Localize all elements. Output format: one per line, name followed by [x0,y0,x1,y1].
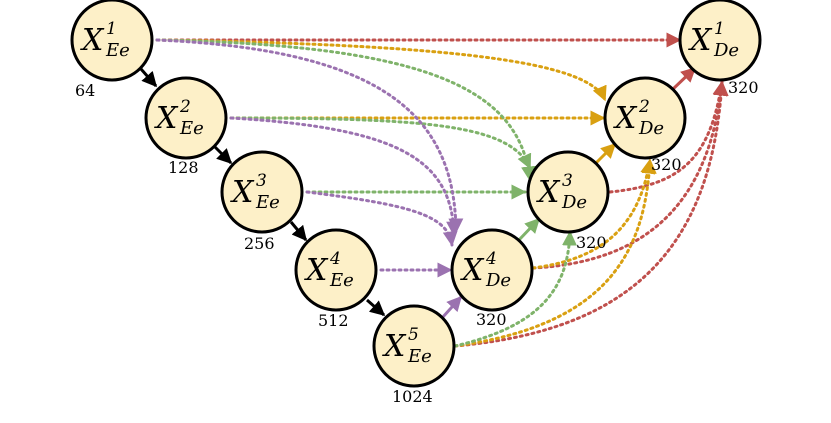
svg-text:X: X [382,329,407,364]
svg-text:2: 2 [179,97,191,117]
svg-text:3: 3 [256,171,267,191]
node-de2-channels: 320 [651,155,682,174]
node-de1: X 1 De [678,0,762,82]
svg-text:5: 5 [408,325,419,345]
svg-text:De: De [713,40,739,61]
svg-text:De: De [638,118,664,139]
node-ee2: X 2 Ee [144,76,228,160]
svg-text:X: X [230,175,255,210]
node-ee4: X 4 Ee [294,228,378,312]
svg-text:Ee: Ee [105,40,130,61]
svg-text:De: De [485,270,511,291]
svg-text:Ee: Ee [407,346,432,367]
node-ee3: X 3 Ee [220,150,304,234]
edge-ee1-de3 [155,38,536,182]
svg-text:3: 3 [562,171,573,191]
edge-ee3-ee4 [289,221,308,242]
node-de2: X 2 De [603,76,687,160]
svg-text:4: 4 [485,249,497,269]
svg-text:1: 1 [106,19,117,39]
node-ee4-channels: 512 [318,311,349,330]
edge-de2-de1 [670,66,697,92]
svg-text:4: 4 [329,249,341,269]
svg-text:Ee: Ee [179,118,204,139]
svg-text:Ee: Ee [329,270,354,291]
svg-text:X: X [154,101,179,136]
edge-ee2-de3 [229,116,532,170]
node-ee1: X 1 Ee [70,0,154,82]
edge-ee3-de4 [305,190,458,247]
edge-de4-de3 [516,217,541,243]
svg-text:X: X [304,253,329,288]
edge-ee1-de4 [155,38,464,234]
svg-text:X: X [80,23,105,58]
node-ee5: X 5 Ee [372,304,456,388]
node-de4-channels: 320 [476,310,507,329]
edge-ee5-de1 [453,80,729,348]
node-ee2-channels: 128 [168,158,199,177]
node-de1-channels: 320 [728,78,759,97]
node-de4: X 4 De [450,228,534,312]
edge-ee2-ee3 [213,145,233,165]
node-ee1-channels: 64 [75,81,95,100]
node-de3-channels: 320 [576,233,607,252]
edge-de3-de2 [594,142,617,165]
node-ee3-channels: 256 [244,234,275,253]
svg-text:X: X [613,101,638,136]
edge-ee5-de2 [453,158,657,348]
svg-text:Ee: Ee [255,192,280,213]
edge-ee1-ee2 [139,68,158,88]
edge-ee5-de3 [453,230,577,348]
edge-ee2-de4 [229,116,462,237]
node-ee5-channels: 1024 [392,387,433,406]
svg-text:De: De [561,192,587,213]
edge-ee1-de2 [155,38,607,102]
node-de3: X 3 De [526,150,610,234]
edge-ee5-de4 [440,295,463,320]
edge-de4-de1 [531,80,729,270]
svg-text:X: X [460,253,485,288]
svg-text:X: X [536,175,561,210]
edge-de4-de2 [531,158,656,270]
svg-text:2: 2 [638,97,650,117]
svg-text:1: 1 [714,19,725,39]
edge-de3-de1 [608,80,728,194]
svg-text:X: X [688,23,713,58]
edge-ee4-ee5 [366,298,386,317]
